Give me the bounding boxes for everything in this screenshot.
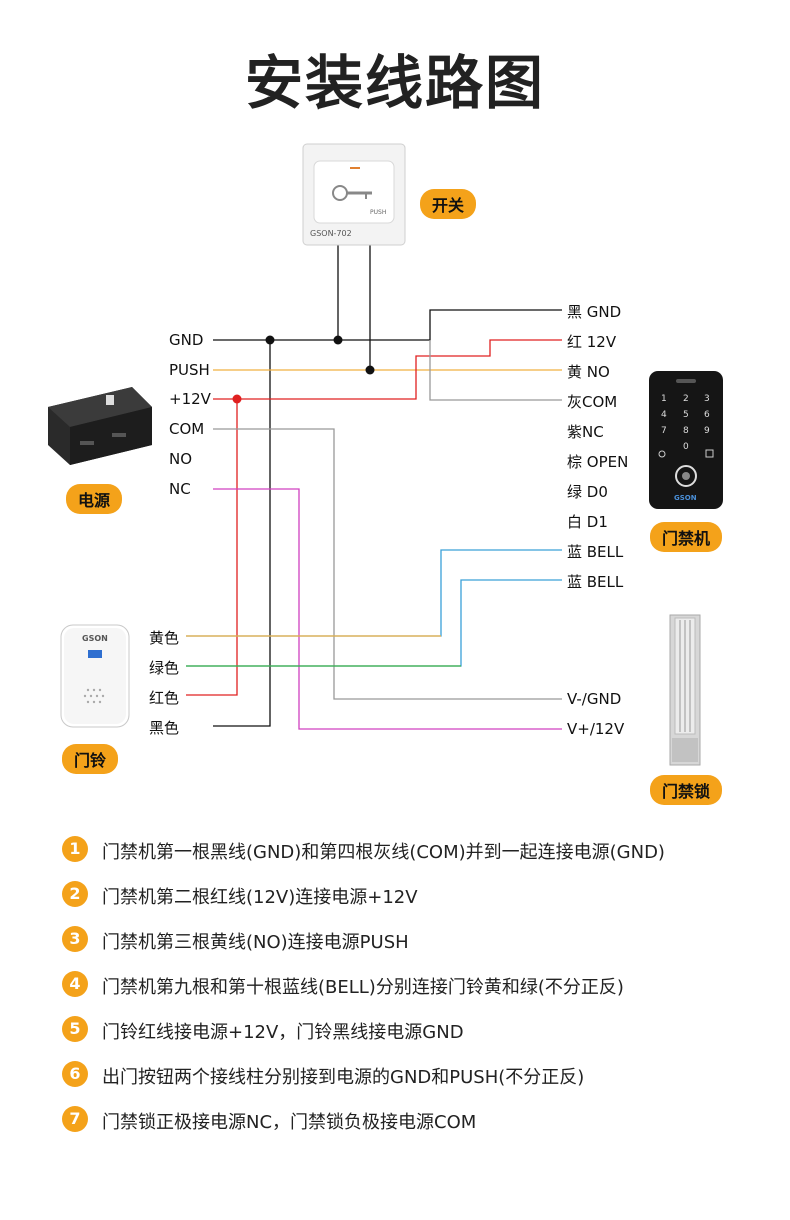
instruction-step: 2 门禁机第二根红线(12V)连接电源+12V [62, 881, 762, 911]
wiring-diagram [186, 240, 562, 730]
step-number: 5 [62, 1016, 88, 1042]
reader-key: 2 [683, 394, 689, 404]
reader-key: 0 [683, 442, 689, 452]
power-terminal-gnd: GND [169, 331, 204, 349]
magenta-lock-wire [213, 488, 562, 730]
switch-badge: 开关 [420, 189, 477, 219]
blue-bell-wire-1 [186, 549, 562, 637]
instruction-step: 6 出门按钮两个接线柱分别接到电源的GND和PUSH(不分正反) [62, 1061, 762, 1091]
instruction-step: 1 门禁机第一根黑线(GND)和第四根灰线(COM)并到一起连接电源(GND) [62, 836, 762, 866]
gray-lock-wire [213, 428, 562, 700]
reader-wire-label: 红 12V [567, 333, 617, 351]
reader-wire-label: 灰COM [567, 393, 618, 411]
junction-dot [232, 394, 242, 404]
step-text: 出门按钮两个接线柱分别接到电源的GND和PUSH(不分正反) [102, 1067, 585, 1088]
reader-key: 5 [683, 410, 689, 420]
power-terminal-no: NO [169, 450, 193, 468]
step-number: 1 [62, 836, 88, 862]
power-terminal-12v: +12V [169, 390, 211, 408]
access-reader: 1 2 3 4 5 6 7 8 9 0 GSON [648, 370, 724, 510]
reader-wire-label: 绿 D0 [567, 483, 608, 501]
step-text: 门禁机第二根红线(12V)连接电源+12V [102, 887, 418, 908]
bell-brand: GSON [82, 634, 108, 643]
lock-wire-label: V-/GND [567, 690, 622, 708]
reader-wire-label: 紫NC [567, 423, 604, 441]
step-text: 门禁机第一根黑线(GND)和第四根灰线(COM)并到一起连接电源(GND) [102, 842, 665, 863]
step-text: 门铃红线接电源+12V，门铃黑线接电源GND [102, 1022, 464, 1043]
lock-wire-label: V+/12V [567, 720, 625, 738]
step-number: 7 [62, 1106, 88, 1132]
red-12v-wire [213, 339, 562, 400]
reader-wire-label: 黄 NO [567, 363, 610, 381]
step-text: 门禁锁正极接电源NC，门禁锁负极接电源COM [102, 1112, 477, 1133]
reader-brand: GSON [674, 494, 697, 502]
lock-badge: 门禁锁 [650, 775, 723, 805]
power-terminal-push: PUSH [169, 361, 210, 379]
reader-wire-label: 蓝 BELL [567, 573, 624, 591]
junction-dot [333, 335, 343, 345]
power-badge: 电源 [66, 484, 123, 514]
doorbell: GSON [60, 624, 130, 728]
bell-wire-label: 黄色 [149, 629, 180, 647]
power-terminal-com: COM [169, 420, 205, 438]
reader-wire-label: 棕 OPEN [567, 453, 629, 471]
reader-key: 8 [683, 426, 689, 436]
step-number: 2 [62, 881, 88, 907]
reader-key: 4 [661, 410, 667, 420]
bell-wire-label: 红色 [149, 689, 180, 707]
instruction-step: 7 门禁锁正极接电源NC，门禁锁负极接电源COM [62, 1106, 762, 1136]
reader-key: 7 [661, 426, 667, 436]
instruction-step: 3 门禁机第三根黄线(NO)连接电源PUSH [62, 926, 762, 956]
magnetic-lock [669, 614, 701, 766]
reader-key: 6 [704, 410, 710, 420]
reader-badge: 门禁机 [650, 522, 723, 552]
black-wires [213, 240, 562, 727]
red-bell-wire [186, 399, 238, 696]
power-terminal-nc: NC [169, 480, 191, 498]
step-text: 门禁机第三根黄线(NO)连接电源PUSH [102, 932, 409, 953]
instruction-step: 4 门禁机第九根和第十根蓝线(BELL)分别连接门铃黄和绿(不分正反) [62, 971, 762, 1001]
page-title: 安装线路图 [244, 49, 545, 117]
gray-com-wire [429, 340, 562, 401]
switch-push-text: PUSH [370, 209, 387, 216]
bell-wire-label: 黑色 [149, 719, 180, 737]
reader-wire-label: 黑 GND [567, 303, 622, 321]
reader-key: 9 [704, 426, 710, 436]
blue-bell-wire-2 [186, 579, 562, 667]
bell-wire-label: 绿色 [149, 659, 180, 677]
reader-wire-label: 白 D1 [567, 513, 608, 531]
power-supply [46, 383, 154, 467]
step-number: 3 [62, 926, 88, 952]
exit-switch: PUSH GSON-702 [302, 143, 406, 246]
instruction-step: 5 门铃红线接电源+12V，门铃黑线接电源GND [62, 1016, 762, 1046]
bell-badge: 门铃 [62, 744, 119, 774]
junction-dot [365, 365, 375, 375]
reader-key: 1 [661, 394, 667, 404]
reader-wire-label: 蓝 BELL [567, 543, 624, 561]
reader-key: 3 [704, 394, 710, 404]
step-number: 6 [62, 1061, 88, 1087]
junction-dot [265, 335, 275, 345]
step-number: 4 [62, 971, 88, 997]
step-text: 门禁机第九根和第十根蓝线(BELL)分别连接门铃黄和绿(不分正反) [102, 977, 624, 998]
switch-model: GSON-702 [310, 229, 352, 238]
